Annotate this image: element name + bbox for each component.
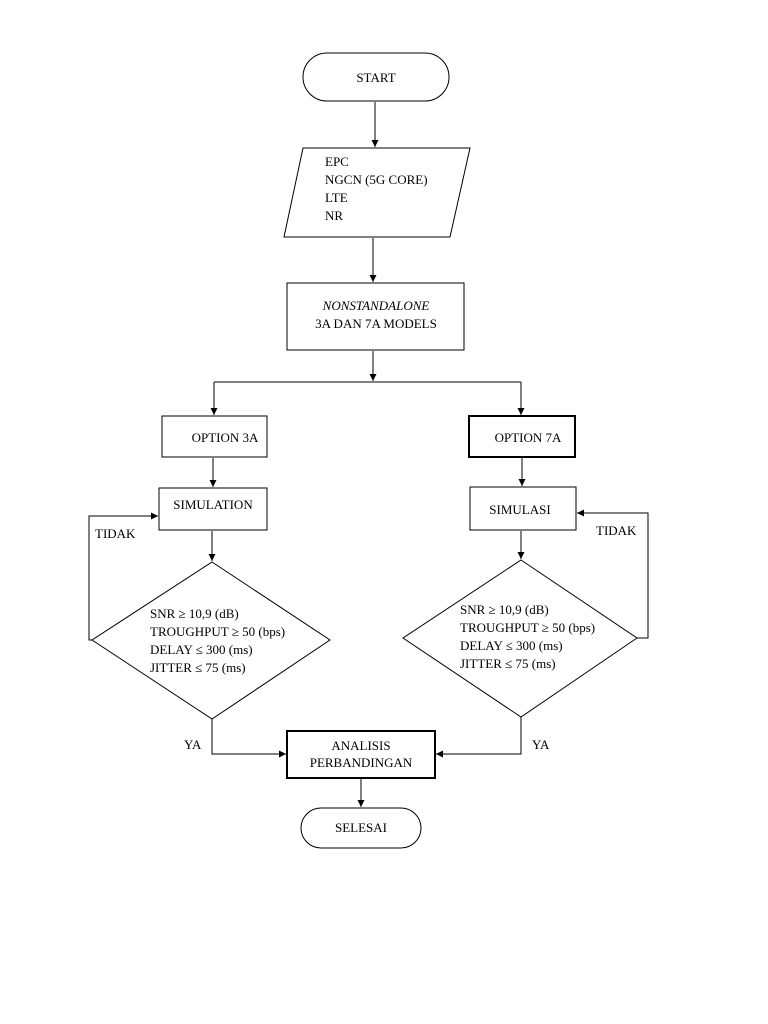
simulation-box-left bbox=[158, 487, 268, 531]
analysis-line1: ANALISIS bbox=[331, 738, 390, 753]
no-label-left: TIDAK bbox=[95, 526, 136, 541]
no-label-right: TIDAK bbox=[596, 523, 637, 538]
loop-tidak-right bbox=[577, 509, 649, 639]
criteria-right-jitter: JITTER ≤ 75 (ms) bbox=[460, 656, 556, 671]
criteria-left-snr: SNR ≥ 10,9 (dB) bbox=[150, 606, 239, 621]
models-line1: NONSTANDALONE bbox=[322, 298, 430, 313]
end-terminal bbox=[300, 807, 422, 849]
loop-tidak-left bbox=[88, 512, 158, 641]
simulation-box-right bbox=[469, 486, 577, 531]
start-label: START bbox=[356, 70, 395, 85]
decision-diamond-left bbox=[91, 561, 331, 720]
models-line2: 3A DAN 7A MODELS bbox=[315, 316, 437, 331]
input-item-ngcn: NGCN (5G CORE) bbox=[325, 172, 428, 187]
input-item-epc: EPC bbox=[325, 154, 349, 169]
criteria-right-delay: DELAY ≤ 300 (ms) bbox=[460, 638, 563, 653]
analysis-line2: PERBANDINGAN bbox=[310, 755, 413, 770]
analysis-box bbox=[286, 730, 436, 779]
simulation-label-left: SIMULATION bbox=[173, 497, 253, 512]
input-item-lte: LTE bbox=[325, 190, 348, 205]
simulation-label-right: SIMULASI bbox=[489, 502, 550, 517]
criteria-left-throughput: TROUGHPUT ≥ 50 (bps) bbox=[150, 624, 285, 639]
models-box bbox=[286, 282, 465, 351]
criteria-left-jitter: JITTER ≤ 75 (ms) bbox=[150, 660, 246, 675]
option-7a-label: OPTION 7A bbox=[495, 430, 562, 445]
input-item-nr: NR bbox=[325, 208, 343, 223]
input-parallelogram bbox=[283, 147, 471, 238]
arrow-ya-right-to-analysis bbox=[436, 717, 522, 758]
option-3a-box bbox=[161, 415, 268, 458]
option-3a-label: OPTION 3A bbox=[192, 430, 259, 445]
yes-label-left: YA bbox=[184, 737, 202, 752]
criteria-left-delay: DELAY ≤ 300 (ms) bbox=[150, 642, 253, 657]
criteria-right-snr: SNR ≥ 10,9 (dB) bbox=[460, 602, 549, 617]
criteria-right-throughput: TROUGHPUT ≥ 50 (bps) bbox=[460, 620, 595, 635]
option-7a-box bbox=[468, 415, 576, 458]
start-terminal bbox=[302, 52, 450, 102]
end-label: SELESAI bbox=[335, 820, 387, 835]
yes-label-right: YA bbox=[532, 737, 550, 752]
arrow-ya-left-to-analysis bbox=[211, 719, 286, 758]
